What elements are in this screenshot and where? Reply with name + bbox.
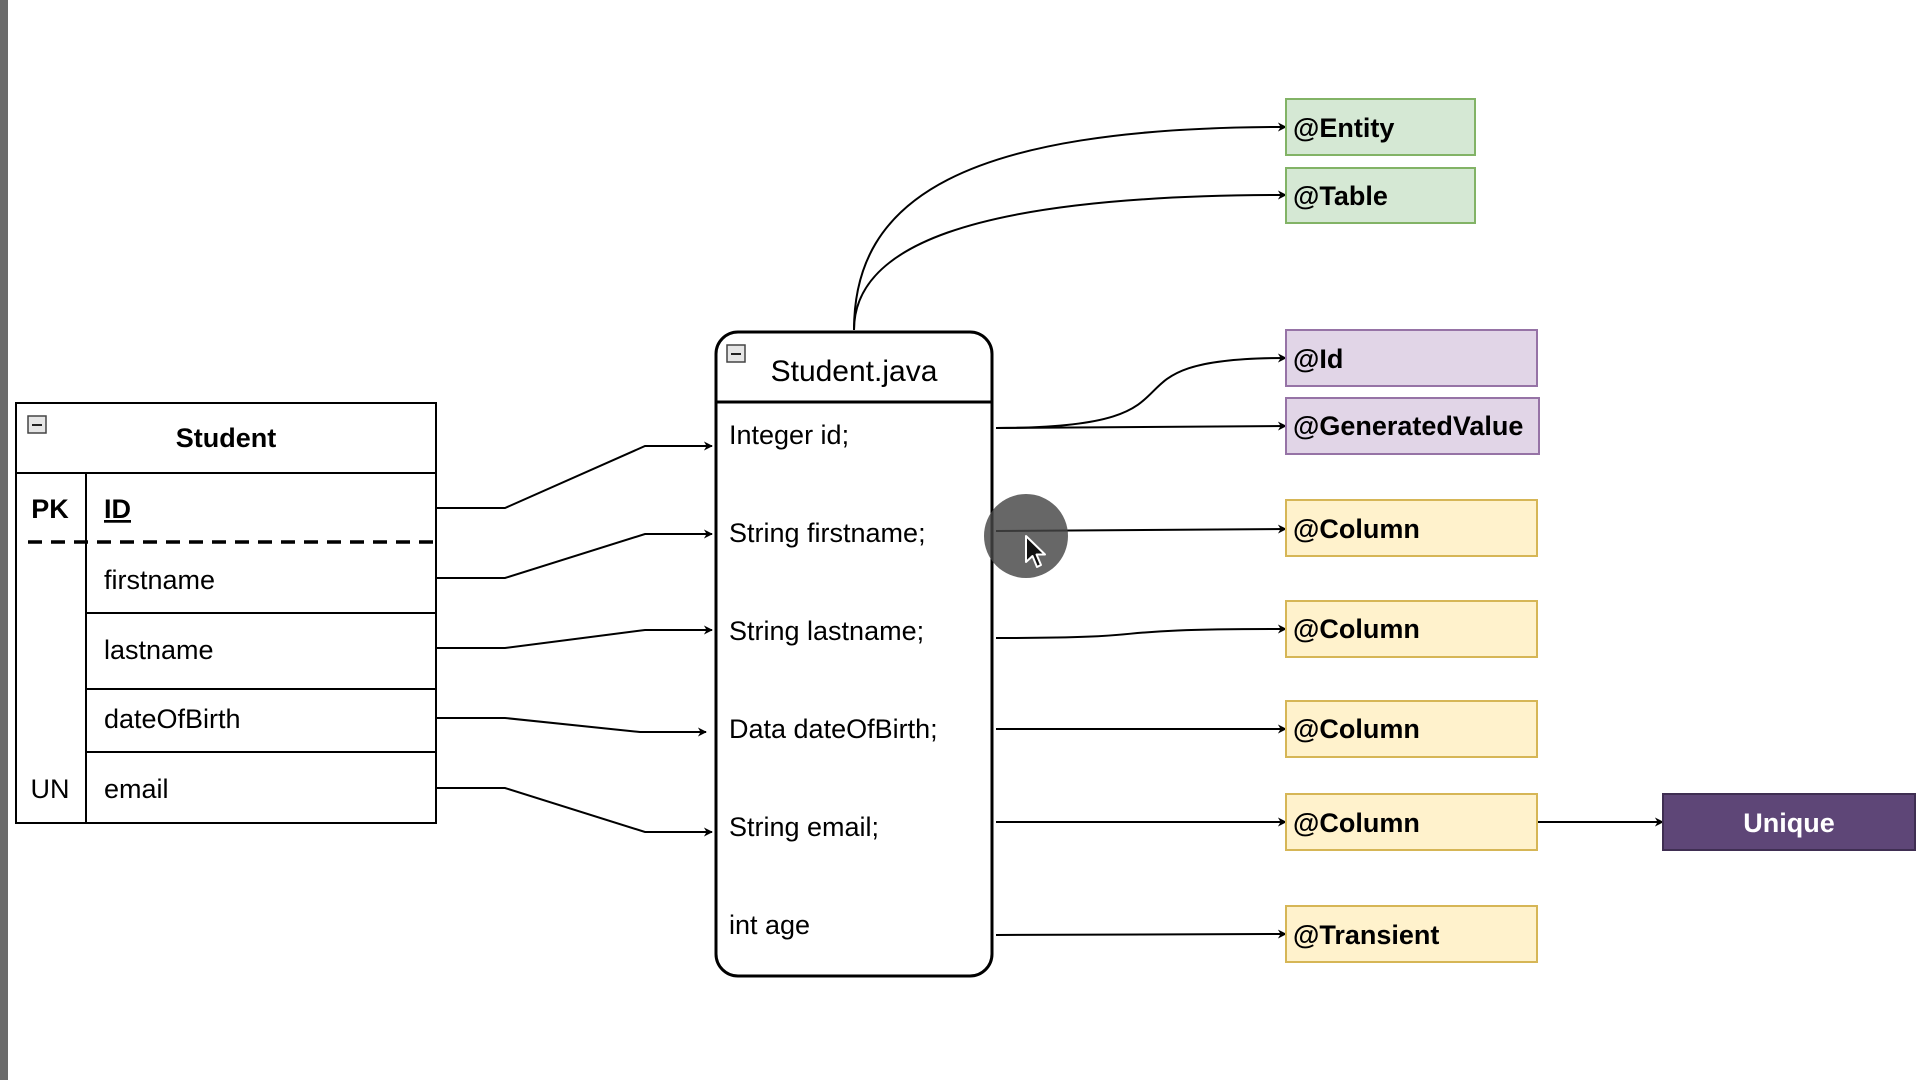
annotation-column-firstname[interactable]: @Column <box>1285 499 1538 557</box>
connector-firstname <box>437 529 713 579</box>
annotation-transient-label: @Transient <box>1293 920 1439 950</box>
cursor-highlight <box>984 494 1068 578</box>
erd-table-student[interactable]: Student PK ID firstname lastname dateOfB… <box>15 402 437 824</box>
erd-key-pk: PK <box>31 494 69 524</box>
connector-table <box>853 190 1287 331</box>
annotation-entity-label: @Entity <box>1293 113 1394 143</box>
erd-row-id: ID <box>104 494 131 524</box>
erd-row-firstname: firstname <box>104 565 215 595</box>
java-field-dateofbirth: Data dateOfBirth; <box>729 714 938 744</box>
annotation-column-label: @Column <box>1293 808 1420 838</box>
annotation-column-label: @Column <box>1293 614 1420 644</box>
java-field-lastname: String lastname; <box>729 616 924 646</box>
connector-generated-value <box>995 421 1287 431</box>
annotation-id[interactable]: @Id <box>1285 329 1538 387</box>
annotation-generated-value-label: @GeneratedValue <box>1293 411 1523 441</box>
connector-dateofbirth <box>437 717 707 737</box>
connector-column-lastname <box>995 624 1287 639</box>
annotation-column-email[interactable]: @Column <box>1285 793 1538 851</box>
java-field-email: String email; <box>729 812 879 842</box>
connector-id <box>437 441 713 509</box>
java-class-title: Student.java <box>771 355 938 388</box>
java-field-firstname: String firstname; <box>729 518 926 548</box>
constraint-unique[interactable]: Unique <box>1662 793 1916 851</box>
annotation-column-lastname[interactable]: @Column <box>1285 600 1538 658</box>
annotation-transient[interactable]: @Transient <box>1285 905 1538 963</box>
java-class-student[interactable]: Student.java Integer id; String firstnam… <box>714 330 994 978</box>
annotation-table[interactable]: @Table <box>1285 167 1476 224</box>
java-collapse-icon[interactable] <box>726 344 746 363</box>
connectors <box>437 122 1664 939</box>
erd-key-un: UN <box>31 774 70 804</box>
annotation-column-label: @Column <box>1293 714 1420 744</box>
erd-title: Student <box>176 423 277 453</box>
java-field-id: Integer id; <box>729 420 849 450</box>
annotation-entity[interactable]: @Entity <box>1285 98 1476 156</box>
window-edge <box>0 0 8 1080</box>
erd-row-dateofbirth: dateOfBirth <box>104 704 241 734</box>
erd-row-email: email <box>104 774 169 804</box>
connector-email <box>437 787 713 837</box>
erd-row-lastname: lastname <box>104 635 214 665</box>
annotation-column-dateofbirth[interactable]: @Column <box>1285 700 1538 758</box>
annotation-generated-value[interactable]: @GeneratedValue <box>1285 397 1540 455</box>
mouse-pointer-icon <box>1025 535 1046 568</box>
java-field-age: int age <box>729 910 810 940</box>
erd-collapse-icon[interactable] <box>27 415 47 434</box>
annotation-id-label: @Id <box>1293 344 1343 374</box>
constraint-unique-label: Unique <box>1743 808 1835 838</box>
connector-id-annotation <box>995 353 1287 429</box>
connector-transient <box>995 929 1287 939</box>
connector-lastname <box>437 625 713 649</box>
connector-entity <box>853 122 1287 331</box>
annotation-table-label: @Table <box>1293 181 1388 211</box>
annotation-column-label: @Column <box>1293 514 1420 544</box>
